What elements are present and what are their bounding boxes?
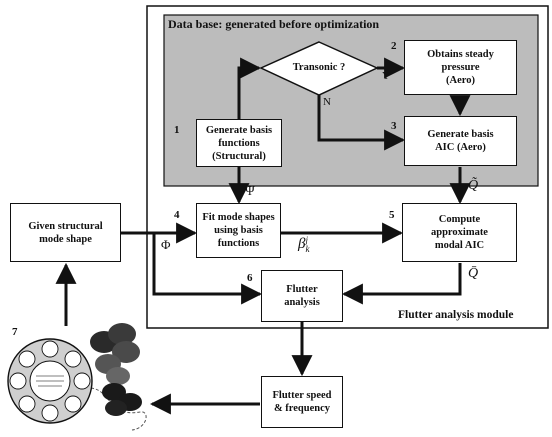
flutter-analysis-box: Flutter analysis <box>261 270 343 322</box>
given-mode-shape-box: Given structural mode shape <box>10 203 121 262</box>
arrow-mode-to-flutter <box>152 233 263 305</box>
database-title: Data base: generated before optimization <box>168 17 380 31</box>
q-tilde-symbol: Q̃ <box>468 178 479 193</box>
obtains-steady-pressure-box: Obtains steady pressure (Aero) <box>404 40 517 95</box>
step-number-5: 5 <box>389 209 395 221</box>
arrow-modal-to-flutter <box>341 263 462 305</box>
flutter-module-title: Flutter analysis module <box>398 309 514 321</box>
transonic-no-label: N <box>323 96 331 108</box>
beta-symbol: β j k <box>298 236 309 254</box>
step-number-3: 3 <box>391 120 397 132</box>
optimizer-illustration <box>7 323 147 431</box>
psi-symbol: Ψ <box>245 183 255 198</box>
compute-modal-aic-box: Compute approximate modal AIC <box>402 203 517 262</box>
transonic-yes-label: Y <box>382 70 390 82</box>
flutter-speed-frequency-box: Flutter speed & frequency <box>261 376 343 428</box>
step-number-7: 7 <box>12 326 18 338</box>
transonic-question: Transonic ? <box>292 62 346 73</box>
generate-basis-functions-box: Generate basis functions (Structural) <box>196 119 282 167</box>
beta-superscript: j <box>305 235 308 246</box>
step-number-4: 4 <box>174 209 180 221</box>
phi-symbol: Φ <box>161 237 171 252</box>
q-bar-symbol: Q̄ <box>468 266 479 281</box>
arrow-basis-to-transonic <box>237 57 262 119</box>
flutter-module-frame <box>146 5 549 329</box>
beta-subscript: k <box>305 244 310 255</box>
step-number-6: 6 <box>247 272 253 284</box>
beta-letter: β <box>298 236 306 252</box>
step-number-2: 2 <box>391 40 397 52</box>
generate-basis-aic-box: Generate basis AIC (Aero) <box>404 116 517 166</box>
step-number-1: 1 <box>174 124 180 136</box>
arrow-transonic-no <box>317 95 406 151</box>
fit-mode-shapes-box: Fit mode shapes using basis functions <box>196 203 281 258</box>
